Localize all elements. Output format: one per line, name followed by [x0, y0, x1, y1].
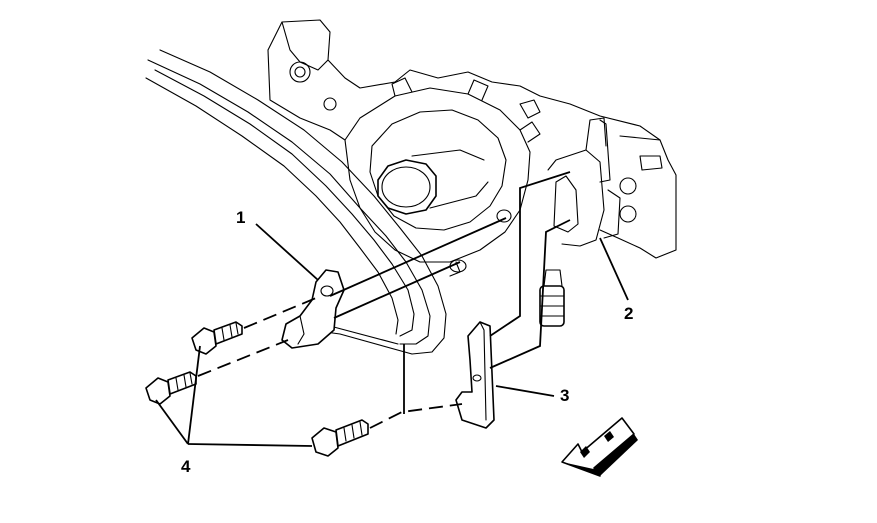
callout-2: 2 [624, 304, 634, 323]
callout-4: 4 [181, 457, 191, 476]
bolt-upper [191, 321, 243, 355]
tube-bracket [281, 269, 345, 349]
callout-1: 1 [236, 208, 246, 227]
water-pump [344, 77, 541, 277]
callout-leaders [155, 223, 629, 447]
support-bracket [455, 321, 495, 429]
sensor-bracket [539, 117, 621, 327]
bolt-lower [311, 419, 369, 457]
engine-block [267, 19, 677, 259]
alignment-lines [197, 171, 571, 429]
front-arrow-icon [561, 417, 638, 477]
bolt-middle [145, 371, 197, 405]
callout-3: 3 [560, 386, 570, 405]
